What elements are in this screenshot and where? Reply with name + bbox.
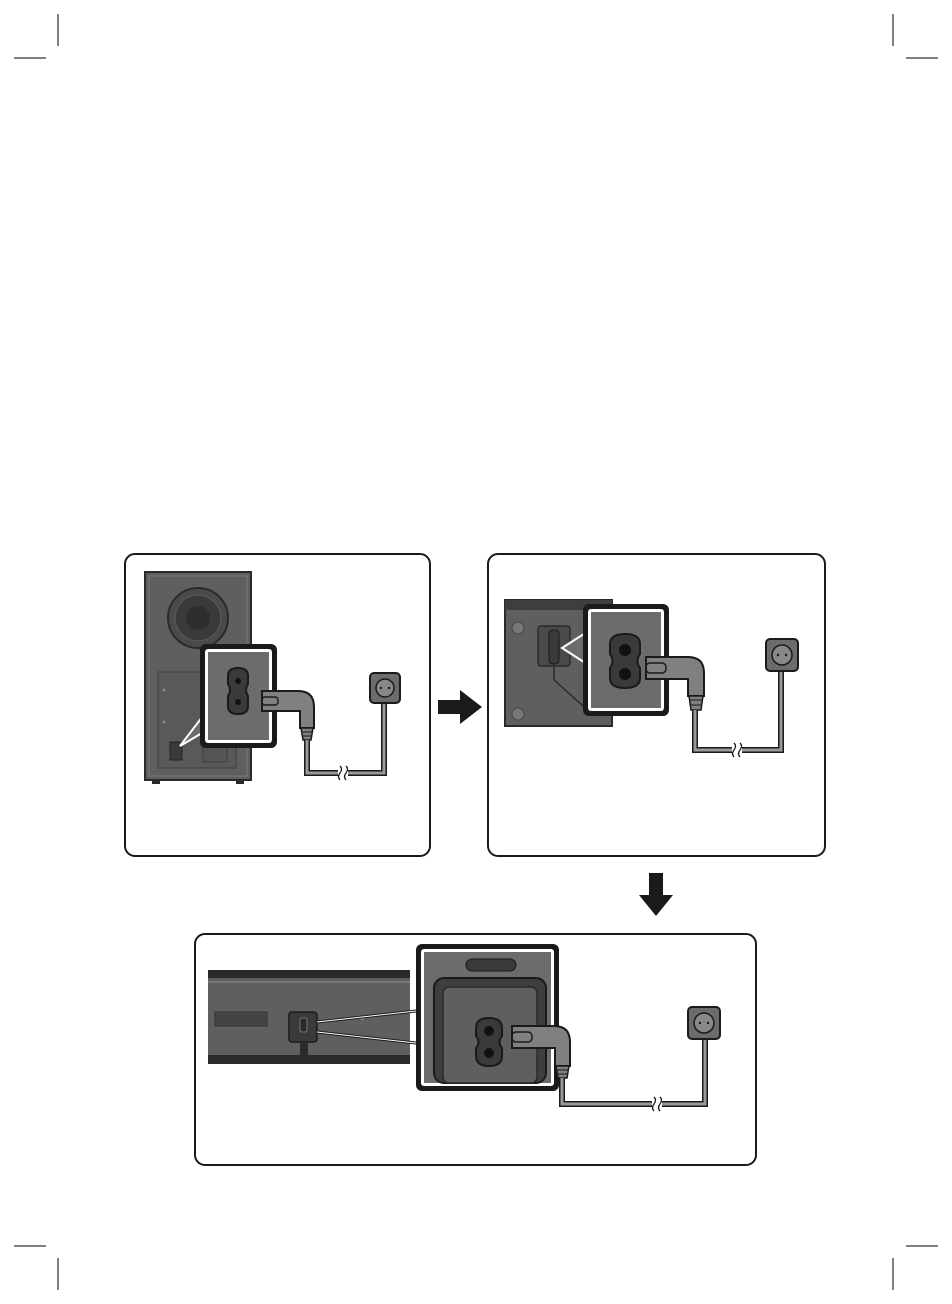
wall-outlet-icon bbox=[766, 639, 798, 671]
panel-subwoofer-detail bbox=[488, 554, 825, 856]
power-port-icon bbox=[610, 634, 640, 688]
power-port-callout bbox=[416, 944, 570, 1091]
power-port-icon bbox=[228, 668, 248, 714]
power-port-icon bbox=[476, 1018, 502, 1066]
panel-subwoofer bbox=[125, 554, 430, 856]
arrow-down bbox=[639, 873, 673, 916]
arrow-right bbox=[438, 690, 482, 724]
wall-outlet-icon bbox=[370, 673, 400, 703]
wall-outlet-icon bbox=[688, 1007, 720, 1039]
soundbar-icon bbox=[208, 970, 425, 1064]
panel-soundbar bbox=[195, 934, 756, 1165]
